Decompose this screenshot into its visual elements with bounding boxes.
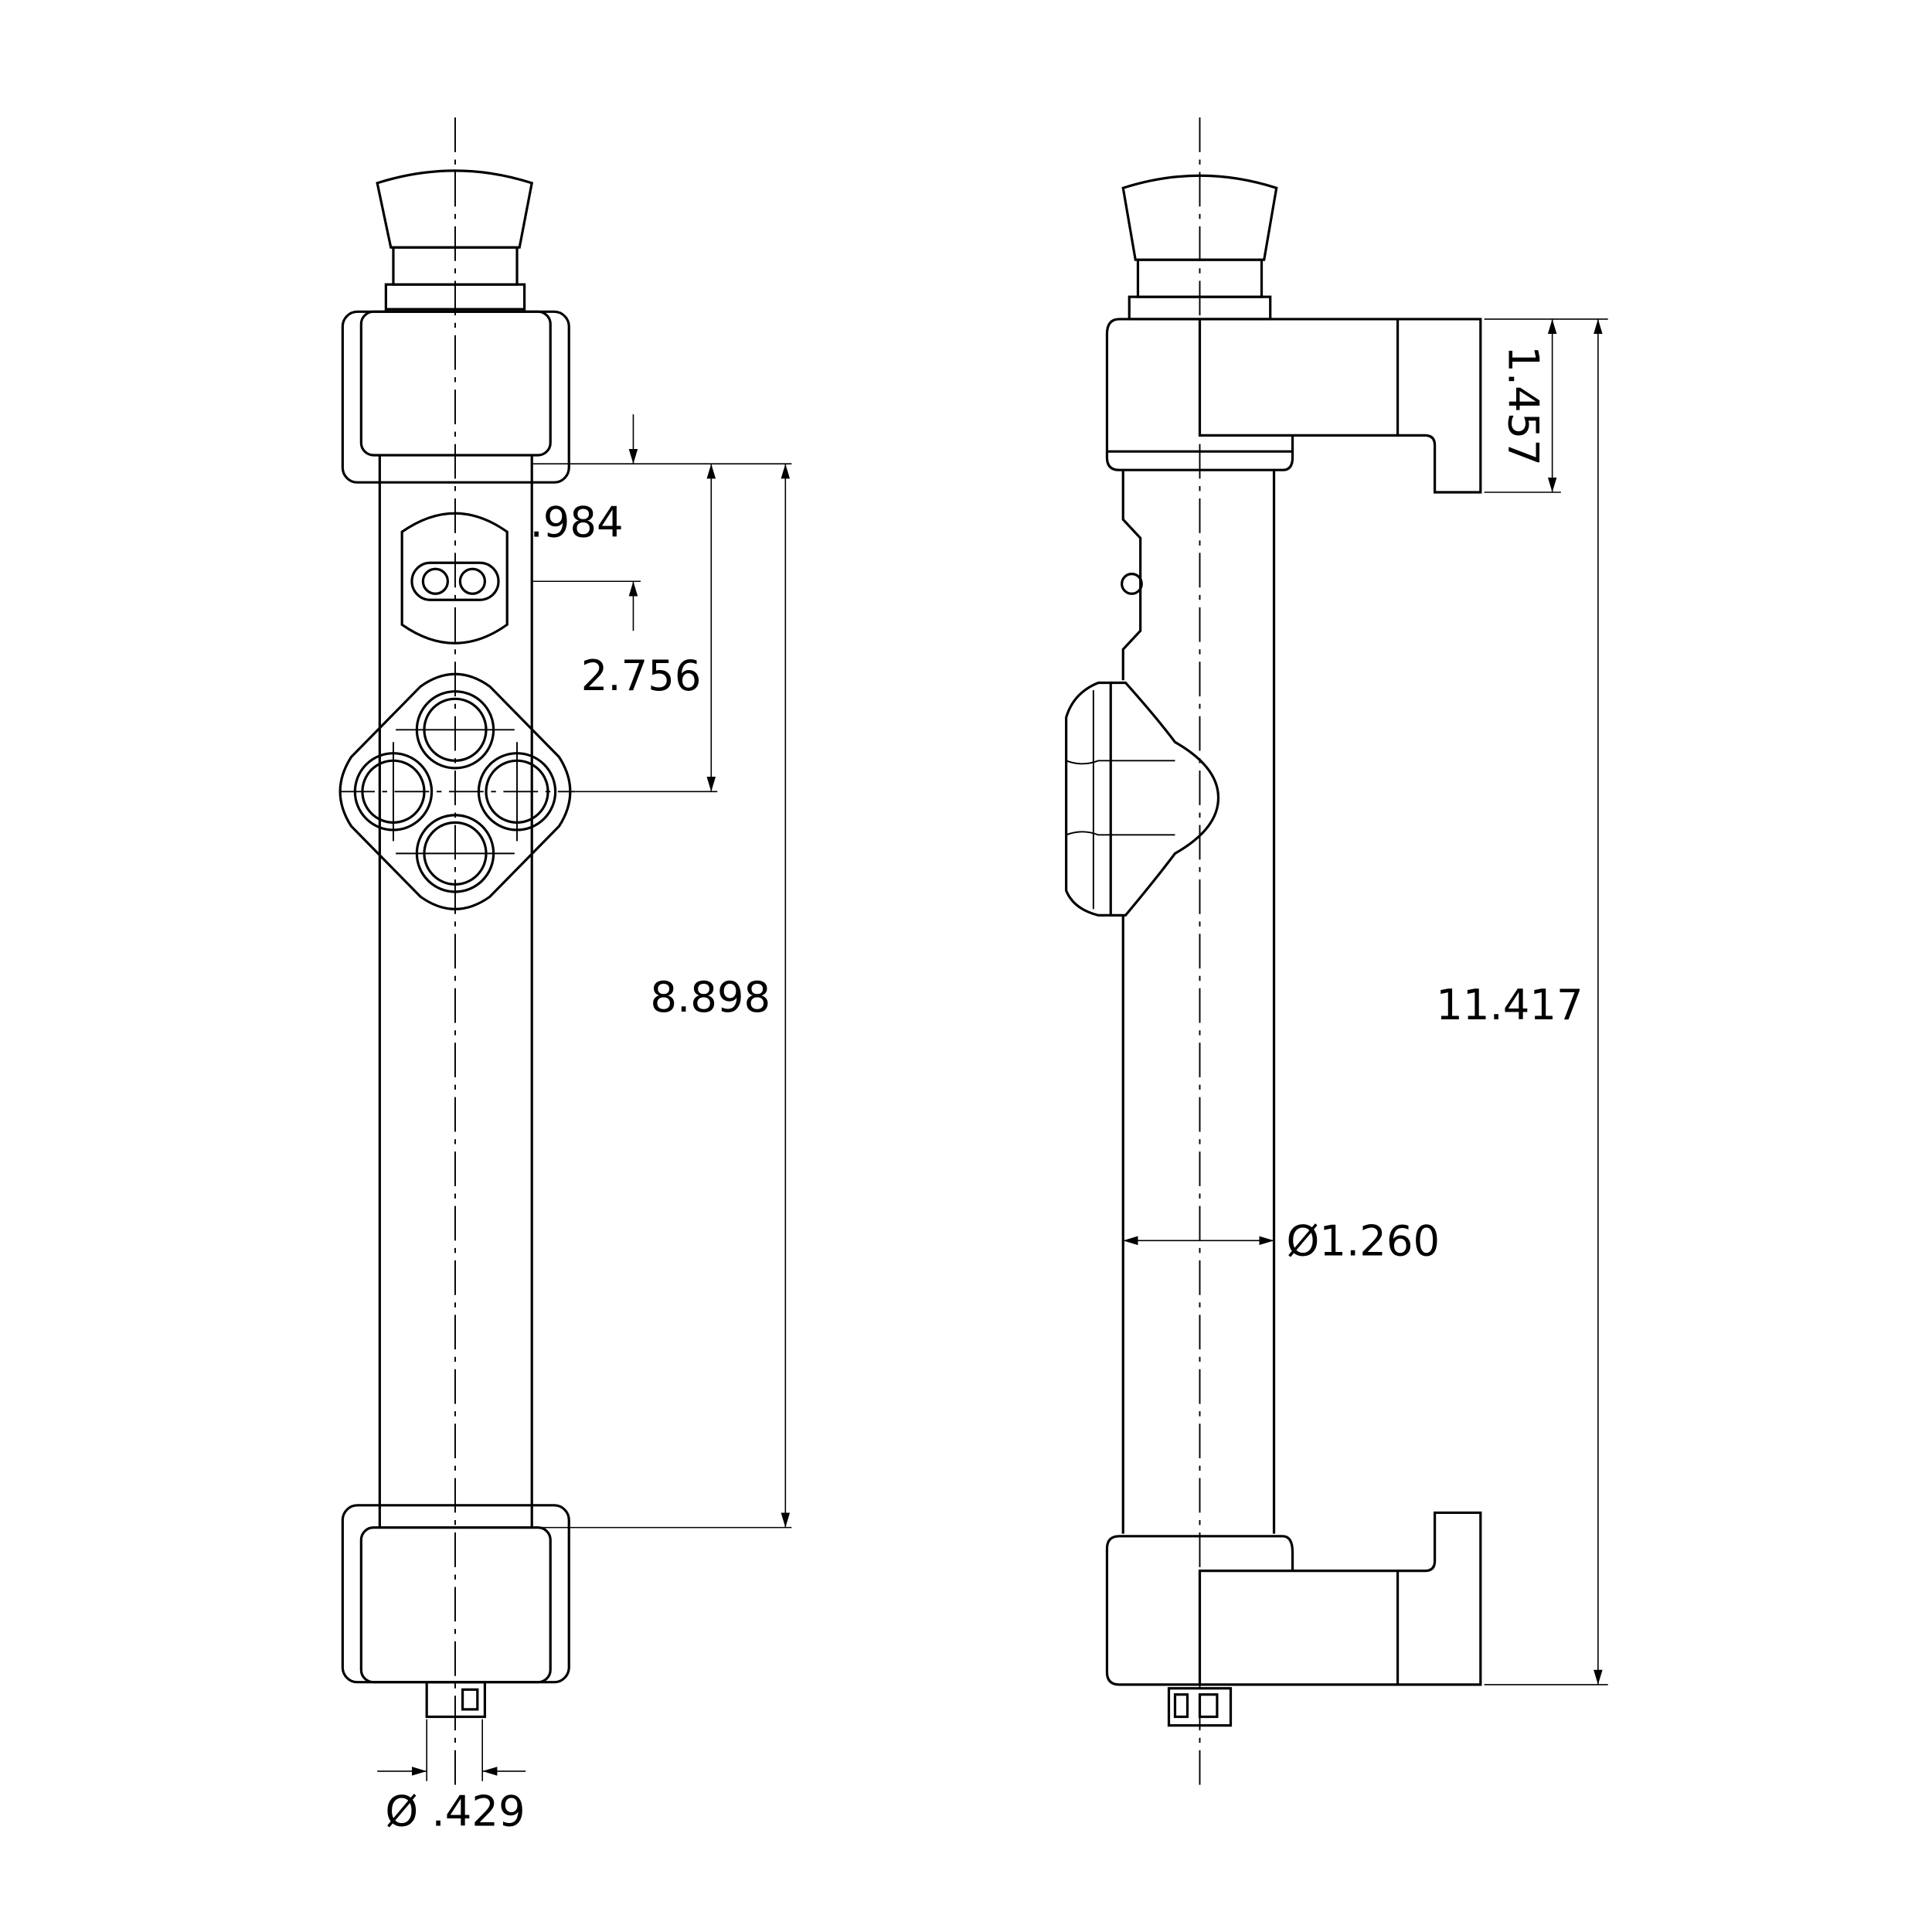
knob — [1121, 174, 1278, 261]
button-pad-side — [1065, 681, 1112, 917]
dim-11417: 11.417 — [1436, 980, 1583, 1029]
button-pad — [338, 672, 572, 910]
connector-pin — [1173, 1693, 1189, 1719]
dim-2756: 2.756 — [581, 651, 702, 700]
side-view: 1.457 11.417 Ø1.260 — [1065, 117, 1608, 1787]
slot-hole — [458, 567, 487, 595]
connector — [1167, 1687, 1233, 1727]
top-mount-inner — [359, 310, 552, 457]
front-view: .984 2.756 8.898 Ø .429 — [338, 117, 792, 1835]
dim-8898: 8.898 — [650, 972, 770, 1022]
side-pin — [1121, 573, 1143, 595]
connector-pin — [1198, 1693, 1219, 1719]
dim-dia-1260: Ø1.260 — [1287, 1216, 1440, 1266]
button-housing — [1111, 681, 1220, 917]
buttons — [340, 690, 576, 893]
dim-1457: 1.457 — [1499, 345, 1549, 466]
connector-pin — [461, 1688, 479, 1711]
knob — [376, 169, 534, 249]
slot-window — [400, 512, 509, 645]
slot — [410, 561, 500, 601]
dim-dia-429: Ø .429 — [385, 1786, 525, 1835]
button-profile — [1066, 690, 1175, 910]
tube-left-edge — [1121, 470, 1142, 1534]
connector — [425, 1681, 487, 1719]
bottom-bracket — [1105, 1511, 1482, 1686]
dim-984: .984 — [530, 498, 624, 547]
knob-ring — [384, 283, 526, 311]
slot-hole — [421, 567, 449, 595]
top-bracket — [1105, 318, 1482, 494]
